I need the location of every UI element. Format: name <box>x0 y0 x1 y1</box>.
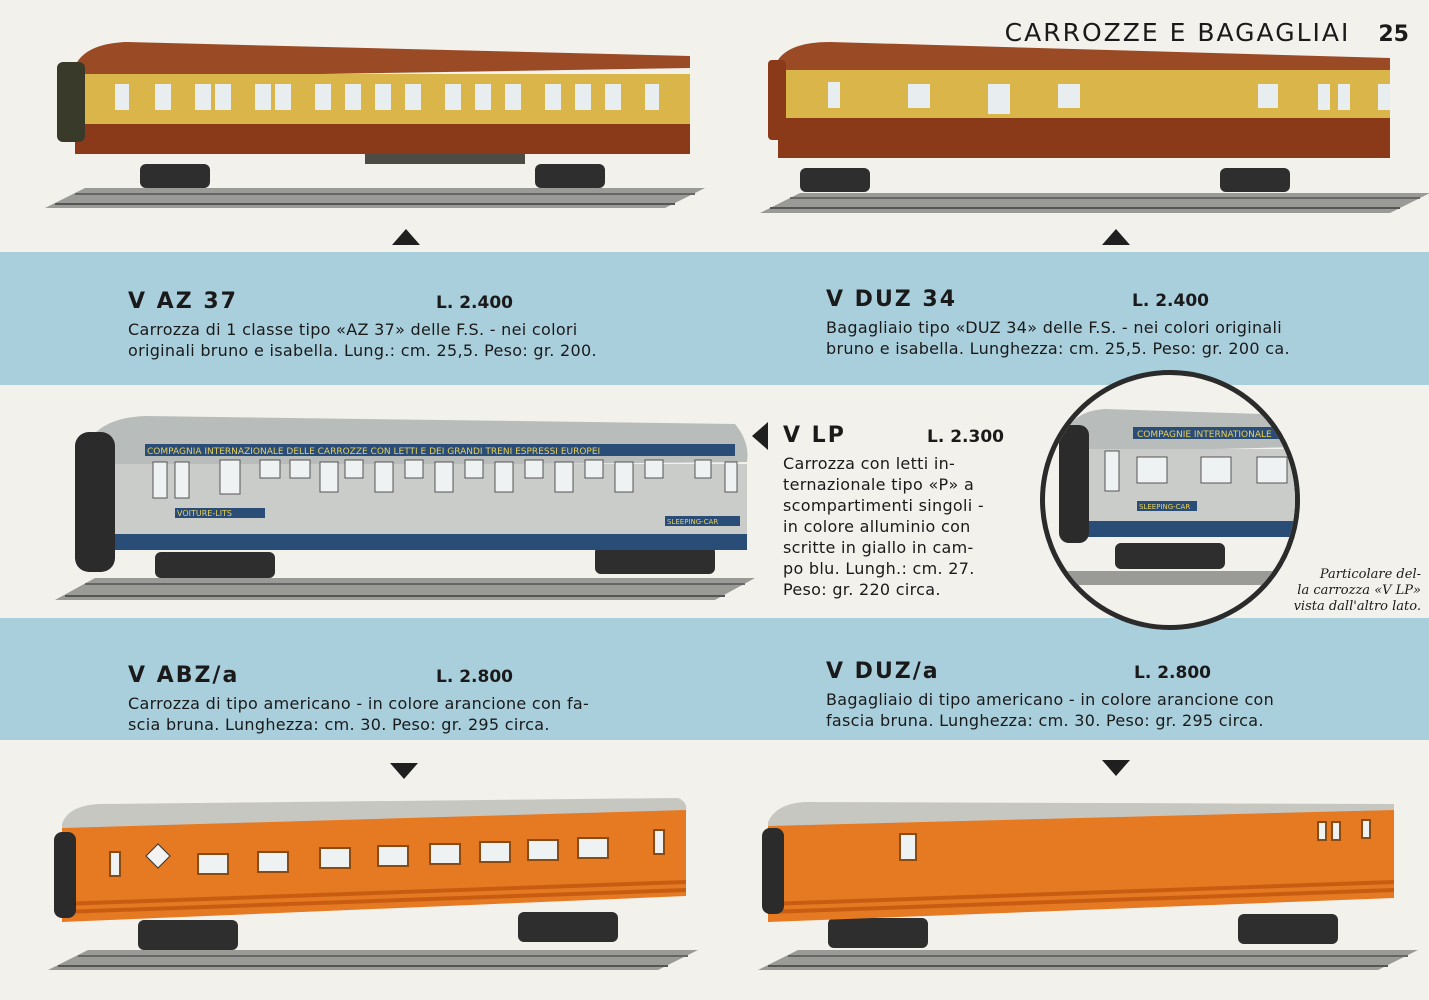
arrow-left-icon <box>752 422 768 450</box>
product-vabz: V ABZ/a L. 2.800 Carrozza di tipo americ… <box>128 663 688 734</box>
detail-caption: Particolare del- la carrozza «V LP» vist… <box>1293 567 1421 614</box>
info-band-bottom <box>0 618 1429 740</box>
vlp-banner-text: COMPAGNIA INTERNAZIONALE DELLE CARROZZE … <box>147 447 600 457</box>
page-header: CARROZZE E BAGAGLIAI 25 <box>1005 18 1409 47</box>
product-code: V DUZ 34 <box>826 287 958 312</box>
detail-circle: COMPAGNIE INTERNATIONALE SLEEPING-CAR <box>1040 370 1300 630</box>
train-image-vaz37 <box>45 42 705 208</box>
vlp-side-left-text: VOITURE-LITS <box>177 509 232 518</box>
vlp-side-right-text: SLEEPING-CAR <box>667 518 718 526</box>
product-price: L. 2.800 <box>1134 663 1211 683</box>
product-price: L. 2.300 <box>927 427 1004 447</box>
product-description: Carrozza di 1 classe tipo «AZ 37» delle … <box>128 320 597 360</box>
info-band-top <box>0 252 1429 385</box>
product-vaz37: V AZ 37 L. 2.400 Carrozza di 1 classe ti… <box>128 289 668 360</box>
product-description: Bagagliaio di tipo americano - in colore… <box>826 690 1275 730</box>
detail-image-vlp: COMPAGNIE INTERNATIONALE SLEEPING-CAR <box>1045 409 1295 585</box>
train-image-vlp: COMPAGNIA INTERNAZIONALE DELLE CARROZZE … <box>55 416 755 600</box>
product-code: V ABZ/a <box>128 663 240 688</box>
product-vduza: V DUZ/a L. 2.800 Bagagliaio di tipo amer… <box>826 659 1386 730</box>
detail-banner-text: COMPAGNIE INTERNATIONALE <box>1137 430 1272 440</box>
product-description: Carrozza di tipo americano - in colore a… <box>128 694 590 734</box>
product-price: L. 2.400 <box>436 293 513 313</box>
product-vlp: V LP L. 2.300 Carrozza con letti in- ter… <box>783 423 1013 599</box>
product-description: Carrozza con letti in- ternazionale tipo… <box>783 454 984 599</box>
product-code: V LP <box>783 423 846 448</box>
train-image-vabz <box>48 798 698 970</box>
arrow-up-icon <box>392 229 420 245</box>
arrow-down-icon <box>390 763 418 779</box>
product-vduz34: V DUZ 34 L. 2.400 Bagagliaio tipo «DUZ 3… <box>826 287 1386 358</box>
detail-plate-text: SLEEPING-CAR <box>1139 503 1190 511</box>
train-image-vduz34 <box>760 42 1429 213</box>
arrow-down-icon <box>1102 760 1130 776</box>
train-image-vduza <box>758 802 1418 970</box>
page-number: 25 <box>1378 22 1409 47</box>
product-description: Bagagliaio tipo «DUZ 34» delle F.S. - ne… <box>826 318 1290 358</box>
product-code: V AZ 37 <box>128 289 238 314</box>
product-code: V DUZ/a <box>826 659 940 684</box>
product-price: L. 2.800 <box>436 667 513 687</box>
product-price: L. 2.400 <box>1132 291 1209 311</box>
page-title: CARROZZE E BAGAGLIAI <box>1004 18 1351 47</box>
arrow-up-icon <box>1102 229 1130 245</box>
